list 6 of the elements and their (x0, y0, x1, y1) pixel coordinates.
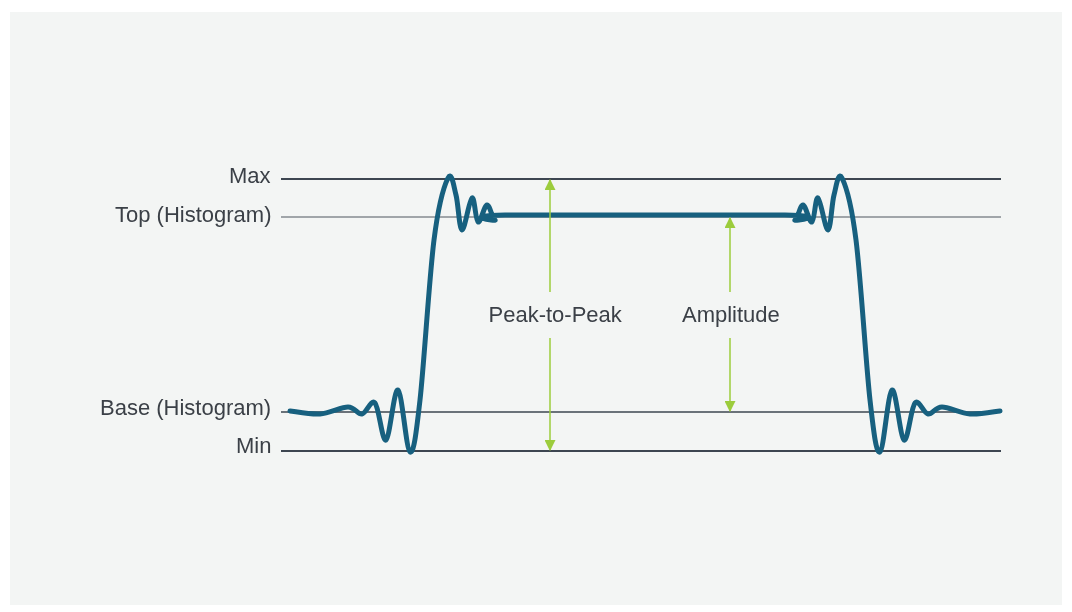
level-label: Max (229, 163, 271, 189)
level-label: Base (Histogram) (100, 395, 272, 421)
measurement-label: Amplitude (682, 302, 780, 328)
level-label: Min (236, 433, 272, 459)
measurement-label: Peak-to-Peak (488, 302, 622, 328)
level-label: Top (Histogram) (115, 202, 272, 228)
